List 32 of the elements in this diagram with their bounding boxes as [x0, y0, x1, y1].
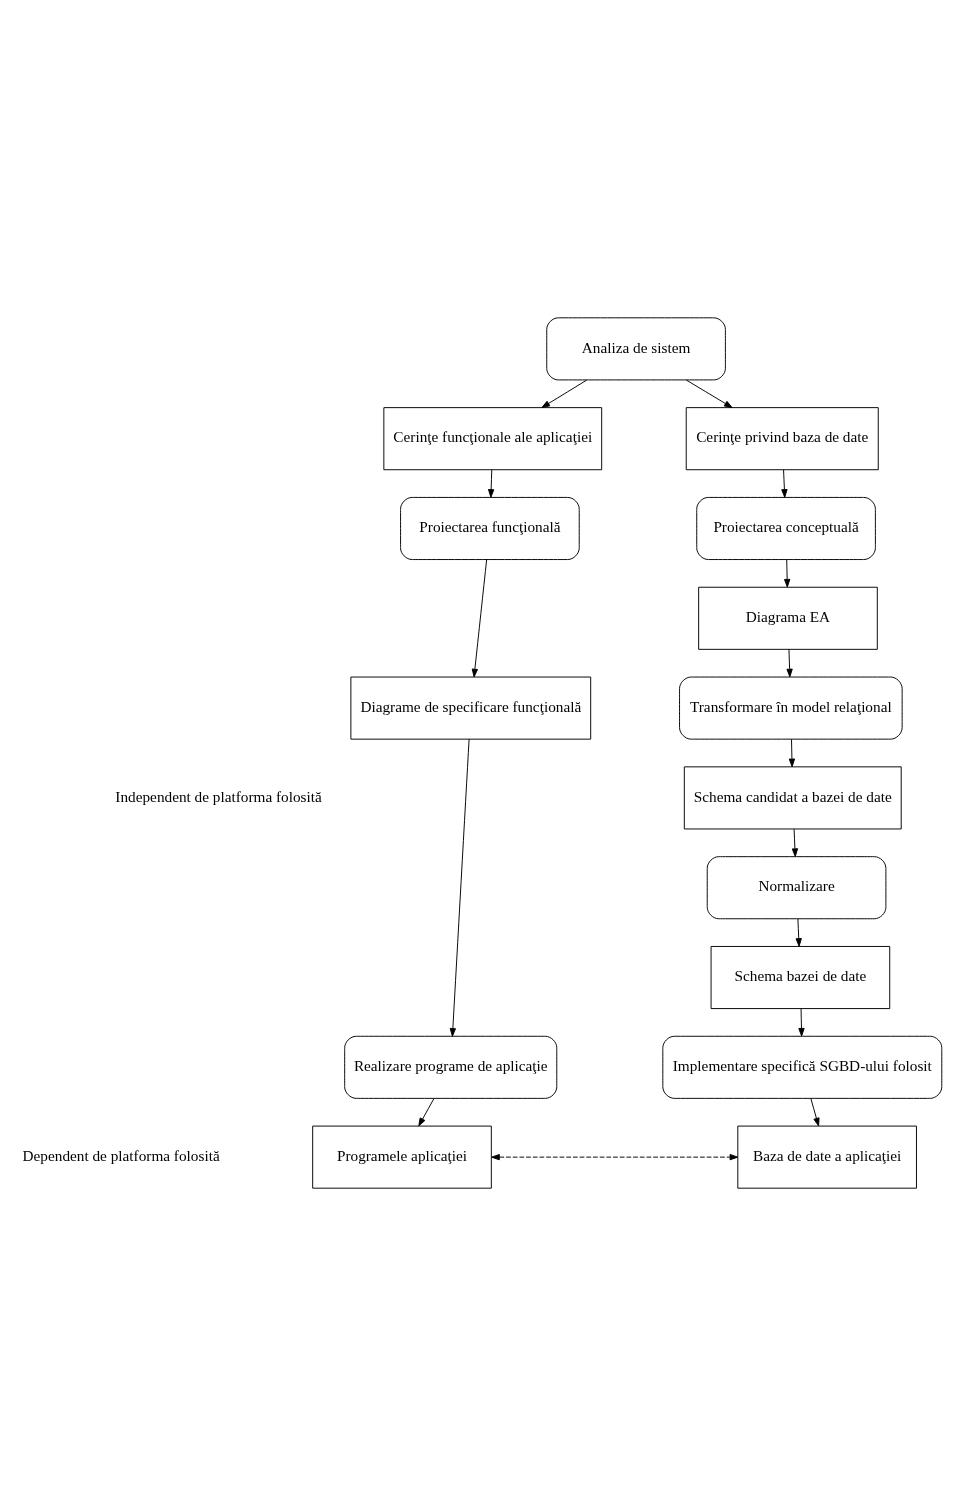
node-box: Analiza de sistem: [546, 316, 726, 380]
arrow: [788, 738, 796, 767]
node-box: Cerinţe privind baza de date: [685, 406, 879, 470]
node-box: Normalizare: [706, 855, 887, 919]
label: Dependent de platforma folosită: [22, 1146, 220, 1164]
node-box: Schema bazei de date: [710, 945, 891, 1009]
arrow: [541, 379, 588, 408]
node-box: Schema candidat a bazei de date: [683, 765, 902, 829]
arrow: [491, 1153, 739, 1160]
node-box: Transformare în model relaţional: [679, 676, 903, 740]
node-box: Diagrame de specificare funcţională: [350, 676, 592, 740]
arrow: [487, 468, 495, 498]
node-box: Implementare specifică SGBD-ului folosit: [662, 1035, 943, 1099]
node-box: Proiectarea funcţională: [400, 496, 580, 560]
arrow: [791, 828, 799, 857]
arrow: [781, 468, 788, 498]
arrow: [798, 1007, 805, 1037]
node-box: Proiectarea conceptuală: [696, 496, 876, 560]
label: Independent de platforma folosită: [115, 787, 322, 805]
node-box: Cerinţe funcţionale ale aplicaţiei: [383, 406, 603, 470]
arrow: [685, 379, 733, 408]
node-box: Realizare programe de aplicaţie: [344, 1035, 558, 1099]
node-box: Diagrama EA: [698, 586, 878, 650]
node-box: Baza de date a aplicaţiei: [737, 1125, 917, 1189]
arrow: [795, 917, 802, 947]
arrow: [418, 1097, 435, 1126]
arrow: [786, 648, 793, 677]
node-box: Programele aplicaţiei: [312, 1125, 492, 1189]
arrow: [784, 558, 791, 587]
arrow: [471, 558, 488, 677]
arrow: [449, 738, 470, 1037]
arrow: [810, 1097, 820, 1126]
